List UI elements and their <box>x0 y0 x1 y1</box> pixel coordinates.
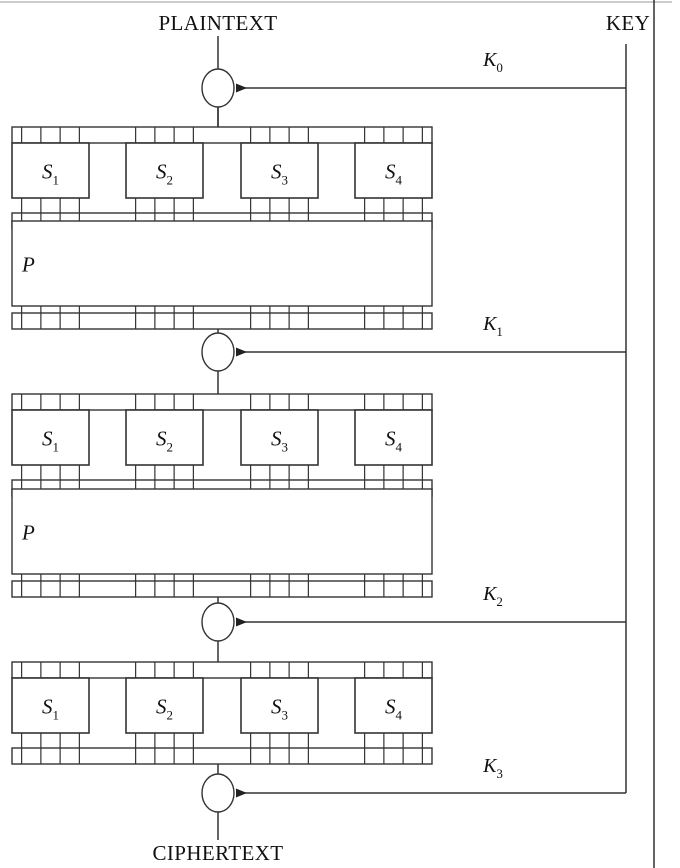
sbox-s3-round-3 <box>240 677 319 734</box>
sbox-s4-round-3 <box>354 677 433 734</box>
xor-k0 <box>201 68 235 108</box>
subkey-label-k2: K2 <box>482 583 503 609</box>
pbox-label-round-1: P <box>21 253 35 277</box>
xor-k1 <box>201 332 235 372</box>
sbox-label-s3-round-2: S3 <box>271 427 288 455</box>
sbox-label-s1-round-2: S1 <box>42 427 59 455</box>
sbox-label-s4-round-1: S4 <box>385 160 403 188</box>
xor-k2 <box>201 602 235 642</box>
sbox-s2-round-2 <box>125 409 204 466</box>
pbox-output-bus-round-1 <box>11 312 433 330</box>
box-layer <box>11 68 433 813</box>
pbox-output-bus-round-2 <box>11 580 433 598</box>
pbox-round-1 <box>11 220 433 307</box>
sbox-label-s2-round-1: S2 <box>156 160 173 188</box>
ciphertext-label: CIPHERTEXT <box>152 841 283 865</box>
sbox-s1-round-1 <box>11 142 90 199</box>
sbox-input-bus-round-2 <box>11 393 433 411</box>
sbox-s3-round-2 <box>240 409 319 466</box>
sbox-s1-round-2 <box>11 409 90 466</box>
sbox-s4-round-2 <box>354 409 433 466</box>
sbox-s4-round-1 <box>354 142 433 199</box>
sbox-s1-round-3 <box>11 677 90 734</box>
subkey-label-k3: K3 <box>482 755 503 781</box>
sbox-s2-round-3 <box>125 677 204 734</box>
sbox-label-s2-round-2: S2 <box>156 427 173 455</box>
pbox-round-2 <box>11 488 433 575</box>
sbox-label-s4-round-2: S4 <box>385 427 403 455</box>
subkey-label-k0: K0 <box>482 49 503 75</box>
sbox-input-bus-round-1 <box>11 126 433 144</box>
pbox-label-round-2: P <box>21 521 35 545</box>
subkey-label-k1: K1 <box>482 313 503 339</box>
sbox-label-s1-round-3: S1 <box>42 695 59 723</box>
sbox-label-s3-round-1: S3 <box>271 160 288 188</box>
sbox-label-s4-round-3: S4 <box>385 695 403 723</box>
xor-k3 <box>201 773 235 813</box>
sbox-s3-round-1 <box>240 142 319 199</box>
sbox-output-bus-round-3 <box>11 747 433 765</box>
key-label: KEY <box>606 11 650 35</box>
plaintext-label: PLAINTEXT <box>158 11 277 35</box>
sbox-label-s1-round-1: S1 <box>42 160 59 188</box>
sbox-label-s3-round-3: S3 <box>271 695 288 723</box>
sbox-s2-round-1 <box>125 142 204 199</box>
sbox-label-s2-round-3: S2 <box>156 695 173 723</box>
sbox-input-bus-round-3 <box>11 661 433 679</box>
